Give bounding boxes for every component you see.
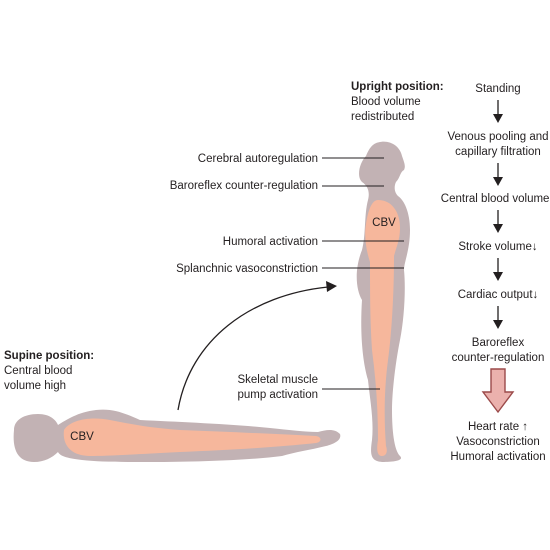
supine-cbv-label: CBV [70, 431, 94, 443]
flow-baroreflex-1: Baroreflex [472, 337, 525, 349]
upright-line1: Blood volume [351, 96, 421, 108]
flow-arrow-2 [493, 163, 503, 186]
flow-block-arrow [481, 368, 515, 414]
callouts: Cerebral autoregulation Baroreflex count… [170, 153, 404, 401]
flow-venous-2: capillary filtration [455, 146, 541, 158]
flow-arrow-1 [493, 100, 503, 123]
flow-stroke-volume: Stroke volume↓ [458, 241, 537, 253]
flow-arrow-3 [493, 210, 503, 233]
flow-standing: Standing [475, 83, 520, 95]
supine-blood [63, 418, 321, 456]
callout-cerebral: Cerebral autoregulation [198, 153, 318, 165]
callout-splanchnic: Splanchnic vasoconstriction [176, 263, 318, 275]
flow-humoral-activation: Humoral activation [450, 451, 545, 463]
flow-venous-1: Venous pooling and [447, 131, 548, 143]
flow-arrow-4 [493, 258, 503, 281]
supine-figure: CBV [13, 409, 341, 462]
upright-cbv-label: CBV [372, 217, 396, 229]
callout-humoral: Humoral activation [223, 236, 318, 248]
flow-baroreflex-2: counter-regulation [452, 352, 545, 364]
callout-baroreflex: Baroreflex counter-regulation [170, 180, 318, 192]
callout-skeletal-2: pump activation [237, 389, 318, 401]
upright-line2: redistributed [351, 111, 414, 123]
transition-arrow [177, 281, 337, 411]
flow-vasoconstriction: Vasoconstriction [456, 436, 540, 448]
upright-heading: Upright position: [351, 81, 444, 93]
flow-arrow-5 [493, 306, 503, 329]
upright-blood [365, 200, 400, 456]
flow-heart-rate: Heart rate ↑ [468, 421, 528, 433]
supine-heading: Supine position: [4, 350, 94, 362]
flowchart: Standing Venous pooling and capillary fi… [441, 83, 550, 463]
flow-central-blood-volume: Central blood volume↓ [441, 193, 550, 205]
flow-cardiac-output: Cardiac output↓ [458, 289, 539, 301]
supine-line1: Central blood [4, 365, 72, 377]
callout-skeletal-1: Skeletal muscle [237, 374, 318, 386]
upright-figure: CBV [356, 141, 410, 462]
supine-line2: volume high [4, 380, 66, 392]
